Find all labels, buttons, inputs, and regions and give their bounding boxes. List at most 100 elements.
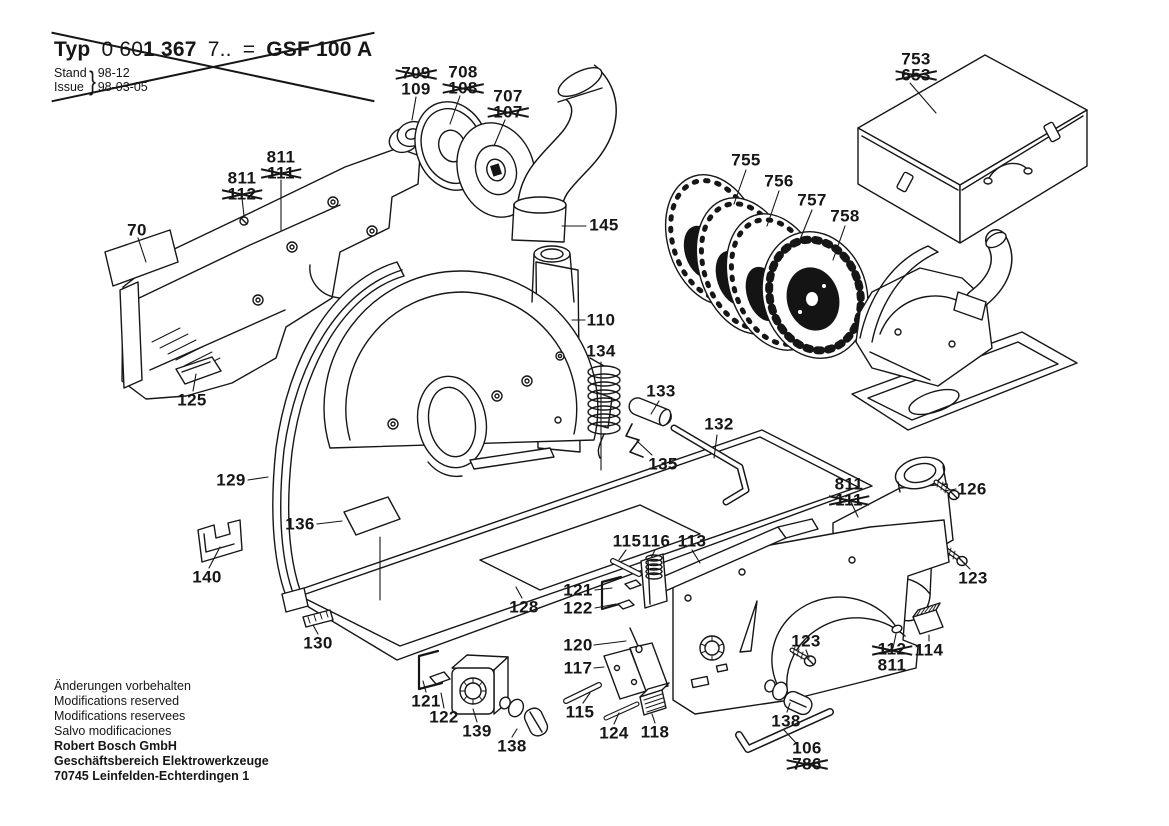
part-label-123-right: 123	[958, 570, 988, 586]
part-label-124: 124	[599, 725, 629, 741]
part-number-superseded: 709	[401, 63, 431, 83]
part-label-125: 125	[177, 392, 207, 408]
company-division: Geschäftsbereich Elektrowerkzeuge	[54, 754, 269, 768]
part-number: 755	[731, 150, 761, 170]
part-label-145: 145	[589, 217, 619, 233]
part-number: 123	[791, 631, 821, 651]
part-label-138-right: 138	[771, 713, 801, 729]
part-label-136: 136	[285, 516, 315, 532]
part-label-134: 134	[586, 343, 616, 359]
part-number: 128	[509, 597, 539, 617]
part-120-pin	[629, 627, 643, 654]
part-number: 115	[565, 702, 595, 722]
part-label-126: 126	[957, 481, 987, 497]
part-label-114: 114	[915, 642, 944, 658]
company-name: Robert Bosch GmbH	[54, 739, 177, 753]
part-number: 758	[830, 206, 860, 226]
part-number-superseded: 111	[835, 490, 863, 509]
part-number: 138	[771, 711, 801, 731]
part-number: 129	[216, 470, 246, 490]
leader-lines	[137, 82, 971, 745]
part-number: 811	[877, 655, 907, 674]
part-number: 811	[266, 147, 296, 167]
part-label-120: 120	[563, 637, 593, 653]
part-number: 139	[462, 721, 492, 741]
part-145-hose	[511, 64, 617, 243]
part-assembled-tool	[851, 229, 1078, 431]
issue-block: Stand Issue } 98-12 98-03-05	[54, 65, 372, 96]
footer: Änderungen vorbehalten Modifications res…	[54, 679, 269, 784]
part-label-756: 756	[764, 173, 794, 189]
part-motor-bracket	[119, 147, 421, 400]
part-number: 121	[563, 580, 593, 600]
part-number: 114	[914, 640, 944, 660]
part-number: 753	[901, 49, 931, 69]
part-number: 106	[792, 738, 822, 758]
part-811-nut	[891, 624, 903, 634]
part-123-screw-center	[789, 646, 817, 667]
part-label-121-left: 121	[411, 693, 441, 709]
part-140-clip	[197, 519, 243, 563]
part-number: 140	[192, 567, 222, 587]
part-number: 124	[599, 723, 629, 743]
part-number-superseded: 107	[493, 102, 523, 121]
part-number-superseded: 112	[227, 184, 257, 203]
part-707-flange	[456, 122, 536, 218]
part-number: 122	[563, 598, 593, 618]
part-138-knob-right	[764, 679, 813, 716]
footer-line-fr: Modifications reservees	[54, 709, 186, 723]
part-number: 121	[411, 691, 441, 711]
part-number: 138	[497, 736, 527, 756]
part-number: 811	[227, 168, 257, 188]
part-number-superseded: 112	[877, 639, 907, 659]
part-115-pin-lower	[563, 682, 602, 704]
part-755-758-blades	[664, 174, 869, 359]
part-number: 126	[957, 479, 987, 499]
part-label-70: 70	[127, 222, 147, 238]
part-125-plate	[175, 356, 222, 385]
part-label-110: 110	[587, 312, 616, 328]
part-121-wire-left	[417, 649, 451, 691]
part-139-block	[451, 654, 509, 715]
part-110-guard	[323, 245, 613, 478]
part-number: 130	[303, 633, 333, 653]
part-124-pin	[603, 701, 640, 721]
part-number-superseded: 653	[901, 65, 931, 84]
part-label-129: 129	[216, 472, 246, 488]
part-115-pin-upper	[610, 558, 642, 577]
part-label-138-left: 138	[497, 738, 527, 754]
part-label-135: 135	[648, 456, 678, 472]
part-number: 125	[177, 390, 207, 410]
footer-line-de: Änderungen vorbehalten	[54, 679, 191, 693]
company-address: 70745 Leinfelden-Echterdingen 1	[54, 769, 250, 783]
part-number: 708	[448, 62, 478, 82]
part-118-block	[639, 682, 670, 716]
part-label-758: 758	[830, 208, 860, 224]
part-811-screw-top	[239, 216, 249, 226]
part-number: 115	[612, 531, 642, 551]
type-code-c: 7..	[207, 38, 232, 61]
part-121-wire-right	[600, 575, 642, 611]
part-label-128: 128	[509, 599, 539, 615]
part-number: 70	[127, 220, 147, 240]
equals-sign: =	[242, 38, 256, 61]
part-label-133: 133	[646, 383, 676, 399]
part-label-132: 132	[704, 416, 734, 432]
part-label-140: 140	[192, 569, 222, 585]
part-label-113: 113	[678, 533, 707, 549]
issue-label: Issue	[54, 79, 84, 94]
part-label-117: 117	[564, 660, 593, 676]
part-number: 117	[563, 658, 593, 678]
part-number: 122	[429, 707, 459, 727]
part-label-130: 130	[303, 635, 333, 651]
part-number: 133	[646, 381, 676, 401]
part-label-122-left: 122	[429, 709, 459, 725]
issue-brace: }	[88, 65, 96, 96]
